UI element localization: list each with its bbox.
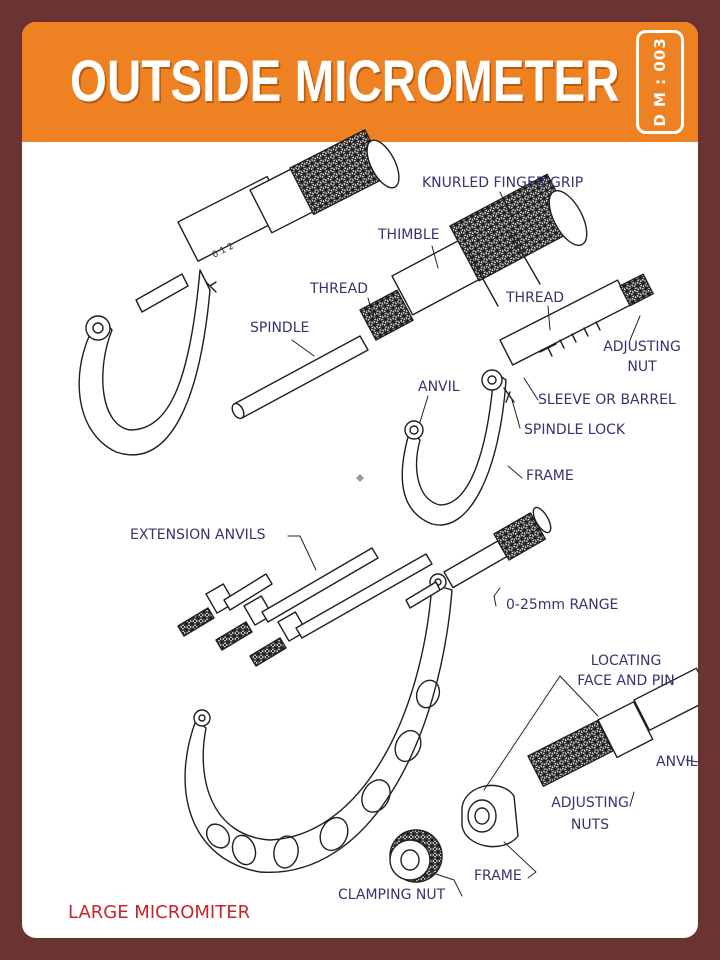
label-locating-face-and-pin: LOCATING FACE AND PIN bbox=[566, 652, 686, 690]
frame-hole-5 bbox=[361, 779, 391, 813]
label-adjusting-nut-line1: ADJUSTING bbox=[603, 339, 681, 355]
clamping-nut bbox=[389, 829, 443, 883]
large-frame bbox=[184, 583, 453, 873]
page-title: OUTSIDE MICROMETER bbox=[70, 49, 620, 114]
label-adjusting-nuts-line1: ADJUSTING bbox=[551, 795, 629, 811]
frame-piece bbox=[461, 784, 519, 848]
label-extension-anvils: EXTENSION ANVILS bbox=[130, 527, 266, 543]
anvil-2-eye bbox=[404, 420, 424, 440]
frame-hole-4 bbox=[319, 816, 349, 852]
adjusting-nuts-body bbox=[597, 701, 654, 759]
extension-anvil-2 bbox=[215, 621, 253, 651]
spindle-lock bbox=[503, 387, 515, 403]
frame-hole-7 bbox=[415, 679, 441, 709]
frame-1 bbox=[78, 269, 211, 456]
large-sleeve bbox=[443, 540, 508, 589]
anvil-detail bbox=[527, 667, 698, 787]
micrometer-illustration: 0 1 2 bbox=[78, 129, 698, 897]
large-thimble bbox=[493, 512, 547, 561]
adjusting-nut bbox=[619, 273, 654, 307]
label-thread-2: THREAD bbox=[506, 290, 565, 306]
caption-large-micrometer: LARGE MICROMITER bbox=[68, 902, 251, 923]
label-anvil: ANVIL bbox=[418, 379, 460, 395]
frame-hole-1 bbox=[205, 823, 231, 849]
decorative-mark bbox=[356, 474, 364, 482]
frame-hole-2 bbox=[231, 834, 257, 866]
frame-hole-6 bbox=[394, 729, 422, 763]
label-range: 0-25mm RANGE bbox=[506, 597, 619, 613]
label-sleeve-or-barrel: SLEEVE OR BARREL bbox=[538, 392, 676, 408]
label-locating-line1: LOCATING bbox=[590, 653, 662, 669]
anvil-rod bbox=[633, 667, 698, 731]
label-thread-1: THREAD bbox=[310, 281, 369, 297]
lock-1 bbox=[205, 281, 217, 293]
large-micrometer bbox=[184, 506, 552, 873]
spindle-thread bbox=[359, 289, 414, 341]
extension-anvil-1 bbox=[177, 607, 215, 637]
label-thimble: THIMBLE bbox=[378, 227, 440, 243]
label-clamping-nut: CLAMPING NUT bbox=[338, 887, 446, 903]
title-banner: OUTSIDE MICROMETER D M : 003 bbox=[22, 22, 698, 142]
frame-sleeve-assembly bbox=[401, 273, 654, 526]
code-badge: D M : 003 bbox=[636, 30, 684, 134]
label-frame-1: FRAME bbox=[526, 468, 574, 484]
label-anvil-2: ANVIL bbox=[656, 754, 698, 770]
label-adjusting-nut-line2: NUT bbox=[627, 359, 657, 375]
label-spindle-lock: SPINDLE LOCK bbox=[524, 422, 626, 438]
label-adjusting-nut: ADJUSTING NUT bbox=[596, 338, 688, 376]
spindle-1 bbox=[135, 273, 189, 313]
anvil-thread bbox=[527, 719, 614, 787]
label-spindle: SPINDLE bbox=[250, 320, 310, 336]
poster-card: OUTSIDE MICROMETER D M : 003 0 1 2 bbox=[22, 22, 698, 938]
leader-lines bbox=[287, 191, 698, 897]
label-locating-line2: FACE AND PIN bbox=[577, 673, 675, 689]
label-frame-2: FRAME bbox=[474, 868, 522, 884]
anvil-1-eye bbox=[85, 315, 111, 341]
extension-anvils bbox=[177, 547, 433, 667]
label-adjusting-nuts-line2: NUTS bbox=[570, 817, 610, 833]
micrometer-assembled: 0 1 2 bbox=[78, 129, 400, 456]
extension-anvil-3 bbox=[249, 637, 287, 667]
label-adjusting-nuts: ADJUSTING NUTS bbox=[542, 794, 638, 834]
label-knurled-finger-grip: KNURLED FINGER GRIP bbox=[422, 175, 584, 191]
spindle-thimble-exploded bbox=[231, 173, 588, 420]
spindle-rod bbox=[233, 335, 369, 419]
frame-hole-3 bbox=[273, 835, 299, 869]
frame-2 bbox=[401, 371, 507, 526]
